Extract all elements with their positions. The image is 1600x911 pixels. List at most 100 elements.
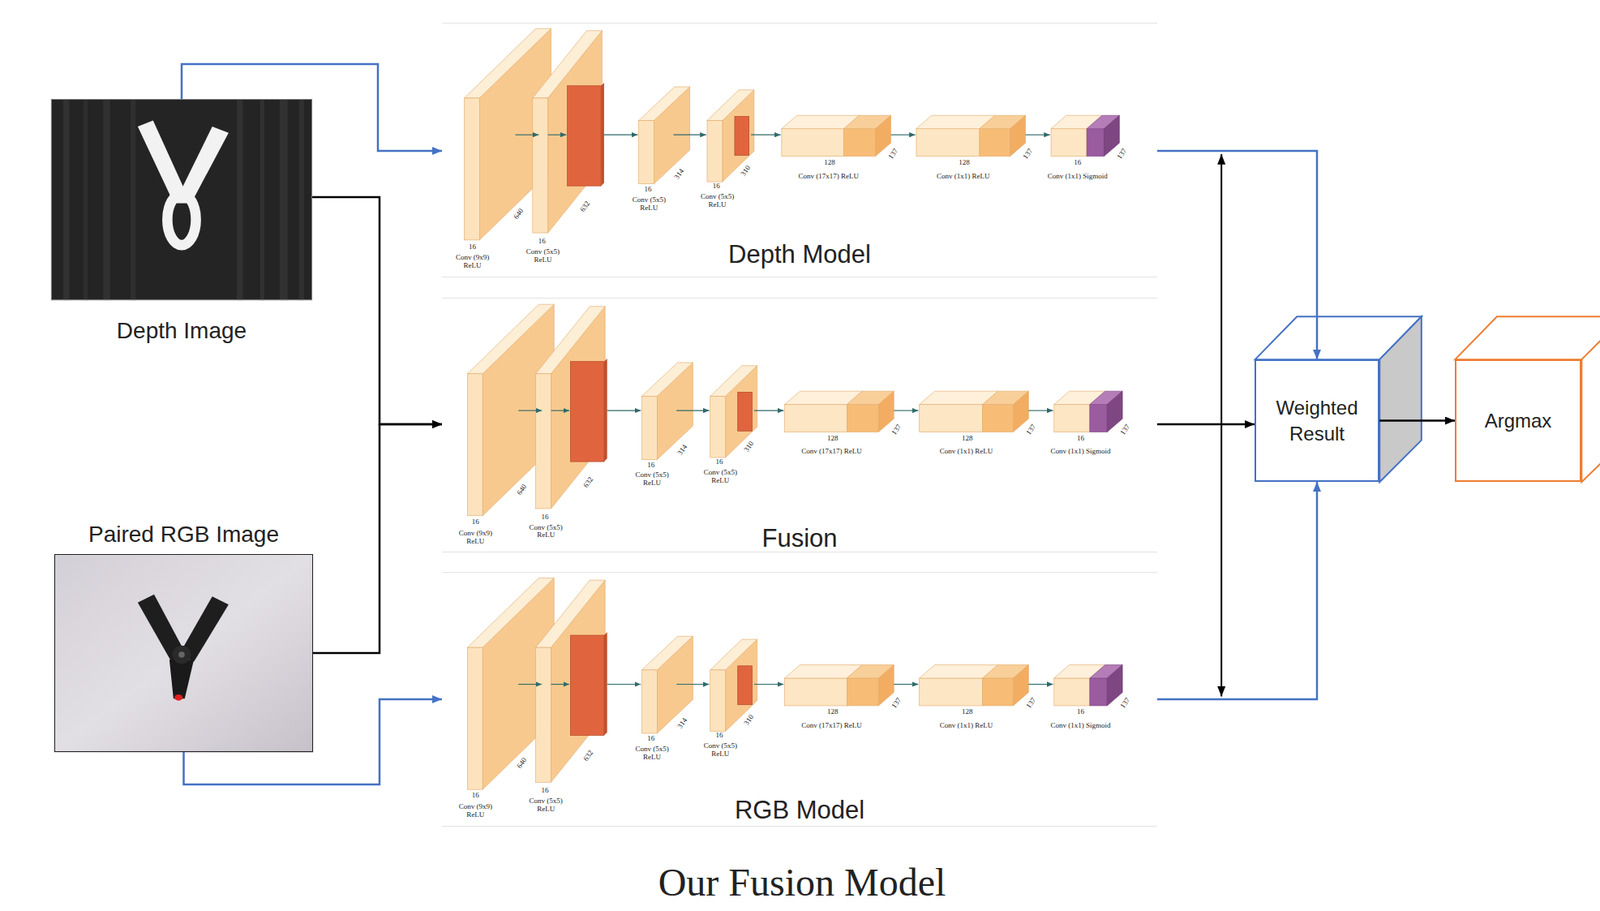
illustration-part xyxy=(174,694,183,701)
layer-label: 16 xyxy=(1076,434,1085,443)
layer-label: 16 xyxy=(538,237,546,246)
illustration-part xyxy=(63,98,70,301)
layer-label: Conv (5x5) ReLU xyxy=(699,742,742,759)
image-caption: Paired RGB Image xyxy=(88,520,279,549)
argmax-box: Argmax xyxy=(1454,359,1582,482)
connector-arrow xyxy=(1379,419,1455,422)
layer-label: 640 xyxy=(515,756,529,771)
layer-label: 128 xyxy=(958,158,970,168)
panel-title: Fusion xyxy=(761,523,837,554)
layer-label: 640 xyxy=(515,483,529,498)
layer-label: 16 xyxy=(1073,158,1081,168)
layer-label: 16 xyxy=(716,731,724,740)
layer-label: 128 xyxy=(961,434,974,443)
layer-label: 128 xyxy=(961,707,974,717)
layer-label: Conv (9x9) ReLU xyxy=(454,529,497,546)
layer-label: 16 xyxy=(468,243,477,252)
layer-label: 16 xyxy=(644,185,653,194)
illustration-part xyxy=(1581,316,1600,482)
layer-label: 128 xyxy=(823,158,836,168)
layer-label: 16 xyxy=(540,786,549,795)
illustration-part xyxy=(236,98,244,301)
illustration-part xyxy=(173,188,190,204)
rgb-image: Paired RGB Image xyxy=(54,553,314,752)
illustration-part xyxy=(464,28,1120,241)
layer-label: 137 xyxy=(1025,696,1039,711)
layer-label: Conv (5x5) ReLU xyxy=(630,745,674,762)
layer-label: Conv (5x5) ReLU xyxy=(524,523,567,541)
illustration-part xyxy=(102,98,111,301)
figure-caption: Our Fusion Model xyxy=(658,862,947,902)
illustration-part xyxy=(180,126,229,198)
illustration-part xyxy=(54,554,314,753)
illustration-part xyxy=(260,98,265,301)
layer-label: Conv (5x5) ReLU xyxy=(630,471,674,489)
layer-label: 128 xyxy=(827,707,839,717)
layer-label: Conv (9x9) ReLU xyxy=(454,802,497,820)
layer-label: Conv (1x1) Sigmoid xyxy=(1050,721,1111,730)
layer-label: Conv (17x17) ReLU xyxy=(801,721,863,730)
illustration-part xyxy=(137,120,185,199)
layer-label: 137 xyxy=(890,696,904,711)
layer-label: Conv (1x1) ReLU xyxy=(936,172,991,181)
layer-label: 137 xyxy=(1115,147,1129,162)
layer-label: Conv (1x1) ReLU xyxy=(939,447,994,456)
layer-label: 310 xyxy=(739,164,753,179)
depth-image: Depth Image xyxy=(51,98,313,301)
layer-label: Conv (5x5) ReLU xyxy=(521,248,564,265)
layer-label: 314 xyxy=(676,716,690,731)
layer-label: 137 xyxy=(1119,696,1133,711)
illustration-part xyxy=(279,98,288,301)
box-label: Argmax xyxy=(1484,407,1553,434)
layer-label: 310 xyxy=(742,440,756,455)
layer-label: 137 xyxy=(1119,422,1133,437)
layer-label: 16 xyxy=(1076,707,1085,717)
layer-label: Conv (5x5) ReLU xyxy=(524,797,567,814)
layer-label: 16 xyxy=(540,513,549,522)
layer-label: 16 xyxy=(647,461,655,470)
connector-arrow xyxy=(1157,481,1317,700)
image-caption: Depth Image xyxy=(116,317,247,345)
layer-label: 16 xyxy=(471,792,480,801)
layer-label: 128 xyxy=(827,434,839,443)
illustration-part xyxy=(299,98,305,301)
layer-label: Conv (9x9) ReLU xyxy=(451,253,494,271)
illustration-part xyxy=(467,304,1123,516)
illustration-part xyxy=(51,98,313,301)
layer-label: 632 xyxy=(579,200,592,215)
layer-label: Conv (5x5) ReLU xyxy=(699,468,742,485)
model-panel: Fusion xyxy=(441,297,1158,553)
layer-label: Conv (1x1) Sigmoid xyxy=(1047,172,1108,181)
layer-label: 16 xyxy=(471,518,480,527)
split-wire xyxy=(1220,154,1223,697)
connector-arrow xyxy=(313,424,442,653)
layer-label: 16 xyxy=(647,734,655,743)
rgb-picture xyxy=(54,554,314,753)
illustration-part xyxy=(83,98,88,301)
illustration-part xyxy=(1454,316,1600,360)
illustration-part xyxy=(130,98,136,301)
layer-label: Conv (5x5) ReLU xyxy=(696,193,739,210)
illustration-part xyxy=(169,659,194,699)
layer-label: 640 xyxy=(513,207,527,222)
layer-label: 632 xyxy=(582,749,596,764)
layer-label: 137 xyxy=(1025,422,1039,437)
illustration-part xyxy=(172,645,192,665)
layer-label: 16 xyxy=(716,458,724,467)
weighted-result-box: Weighted Result xyxy=(1254,359,1380,482)
layer-label: 137 xyxy=(890,422,904,437)
layer-label: 310 xyxy=(742,713,756,728)
panel-title: RGB Model xyxy=(734,795,865,825)
depth-picture xyxy=(51,98,313,301)
box-label: Weighted Result xyxy=(1262,394,1372,446)
layer-label: Conv (5x5) ReLU xyxy=(627,196,670,213)
model-panel: RGB Model xyxy=(441,571,1158,827)
connector-arrow xyxy=(1157,423,1255,426)
illustration-part xyxy=(1379,316,1422,482)
box-3d-faces xyxy=(1255,316,1600,482)
illustration-part xyxy=(467,578,1123,790)
conv-layers xyxy=(464,28,1124,790)
layer-label: 16 xyxy=(712,182,721,191)
layer-label: 314 xyxy=(676,443,690,458)
layer-label: Conv (17x17) ReLU xyxy=(797,172,859,181)
